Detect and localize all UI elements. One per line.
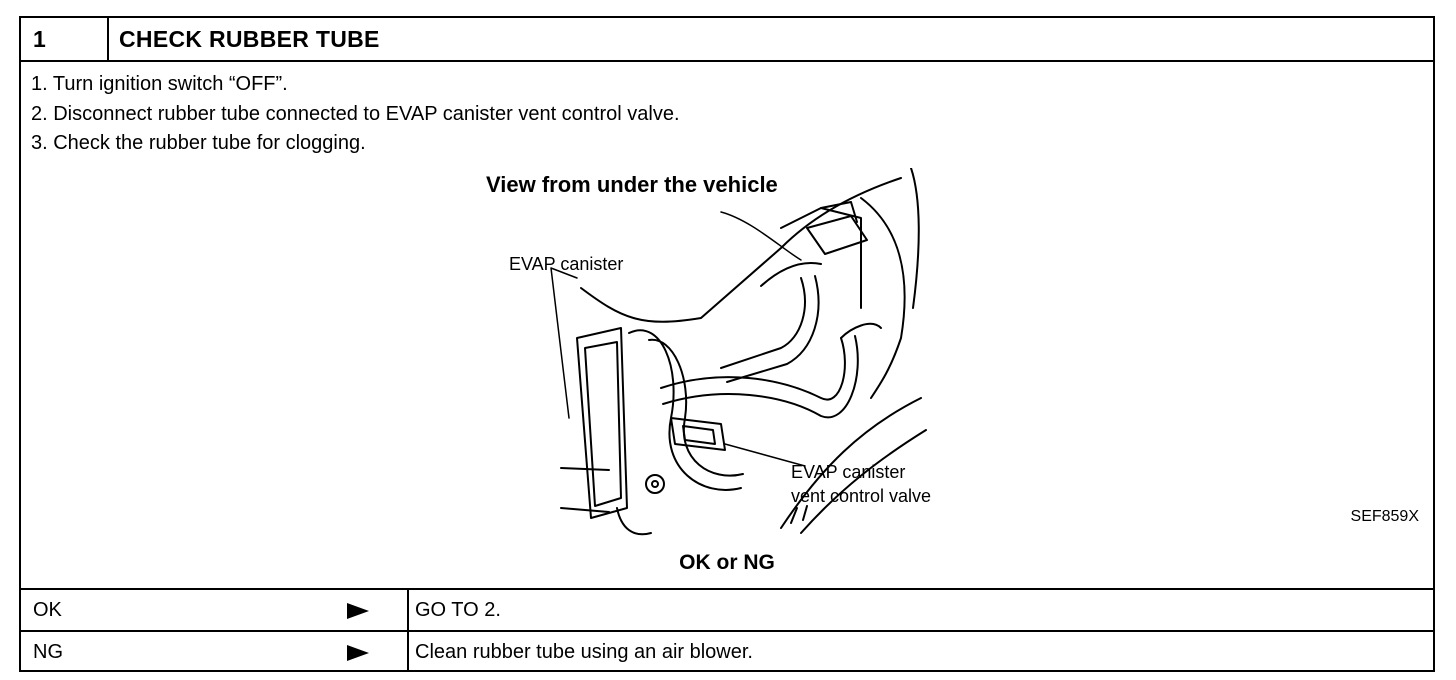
component-location-figure: View from under the vehicle EVAP caniste… bbox=[21, 168, 1433, 548]
arrow-right-icon bbox=[347, 645, 369, 661]
result-rows: OK GO TO 2. NG Clean rubber tube using a… bbox=[21, 588, 1433, 672]
column-divider bbox=[407, 632, 409, 672]
result-condition: OK bbox=[33, 599, 62, 621]
instruction-item: 1. Turn ignition switch “OFF”. bbox=[31, 73, 288, 95]
result-row-ng: NG Clean rubber tube using an air blower… bbox=[21, 630, 1433, 672]
result-heading: OK or NG bbox=[679, 551, 775, 574]
figure-code: SEF859X bbox=[1350, 508, 1419, 525]
arrow-right-icon bbox=[347, 603, 369, 619]
label-vent-valve-line2: vent control valve bbox=[791, 486, 932, 506]
rubber-tube-illustration bbox=[628, 262, 882, 491]
evap-canister-illustration bbox=[560, 327, 652, 536]
step-header: 1 CHECK RUBBER TUBE bbox=[21, 18, 1433, 62]
instruction-list: 1. Turn ignition switch “OFF”. 2. Discon… bbox=[31, 70, 680, 159]
result-action: GO TO 2. bbox=[415, 599, 501, 621]
result-condition: NG bbox=[33, 641, 63, 663]
result-row-ok: OK GO TO 2. bbox=[21, 588, 1433, 630]
instruction-item: 2. Disconnect rubber tube connected to E… bbox=[31, 102, 680, 125]
result-action: Clean rubber tube using an air blower. bbox=[415, 641, 753, 663]
step-title: CHECK RUBBER TUBE bbox=[119, 26, 380, 52]
label-evap-canister: EVAP canister bbox=[509, 254, 624, 274]
step-number: 1 bbox=[21, 18, 109, 60]
vent-control-valve-illustration bbox=[645, 417, 726, 494]
underbody-illustration bbox=[550, 168, 927, 536]
column-divider bbox=[407, 590, 409, 630]
diagnostic-procedure-table: 1 CHECK RUBBER TUBE 1. Turn ignition swi… bbox=[19, 16, 1435, 672]
figure-title: View from under the vehicle bbox=[486, 172, 778, 197]
instruction-item: 3. Check the rubber tube for clogging. bbox=[31, 132, 366, 154]
label-vent-valve-line1: EVAP canister bbox=[791, 462, 906, 482]
